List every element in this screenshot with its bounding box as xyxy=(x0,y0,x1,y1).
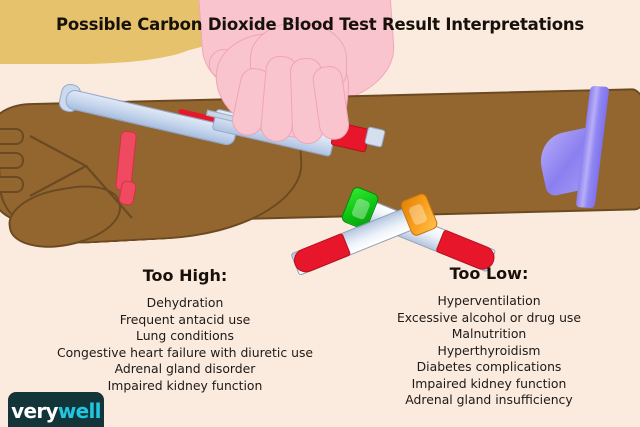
list-item: Malnutrition xyxy=(451,326,527,341)
list-item: Impaired kidney function xyxy=(411,375,567,391)
list-item: Frequent antacid use xyxy=(119,311,251,327)
page-title: Possible Carbon Dioxide Blood Test Resul… xyxy=(55,15,585,34)
list-item: Hyperthyroidism xyxy=(437,342,541,358)
logo-text-well: well xyxy=(57,399,102,423)
gold-drape-shape-2 xyxy=(0,40,200,64)
column-heading-too-low: Too Low: xyxy=(449,264,529,283)
list-item: Dehydration xyxy=(146,295,224,310)
list-item: Diabetes complications xyxy=(416,359,562,374)
patient-finger xyxy=(0,128,24,145)
tube-cap-highlight xyxy=(407,203,429,226)
list-item: Congestive heart failure with diuretic u… xyxy=(56,344,314,360)
list-item: Adrenal gland disorder xyxy=(114,361,256,376)
patient-finger xyxy=(0,152,24,169)
logo-text-very: very xyxy=(11,399,58,423)
list-item: Hyperventilation xyxy=(437,293,541,308)
list-item: Adrenal gland insufficiency xyxy=(405,392,573,407)
list-item: Lung conditions xyxy=(136,328,234,343)
list-item: Excessive alcohol or drug use xyxy=(396,309,582,325)
list-item: Impaired kidney function xyxy=(107,377,263,393)
column-heading-too-high: Too High: xyxy=(142,266,228,285)
verywell-logo: verywell xyxy=(8,392,104,427)
column-list-too-high: Dehydration Frequent antacid use Lung co… xyxy=(30,295,340,394)
column-too-low: Too Low: Hyperventilation Excessive alco… xyxy=(340,264,638,409)
tube-cap-highlight xyxy=(350,197,371,221)
hand-crease-lines xyxy=(29,135,133,219)
column-list-too-low: Hyperventilation Excessive alcohol or dr… xyxy=(340,293,638,409)
column-too-high: Too High: Dehydration Frequent antacid u… xyxy=(30,266,340,394)
patient-finger xyxy=(0,176,24,193)
